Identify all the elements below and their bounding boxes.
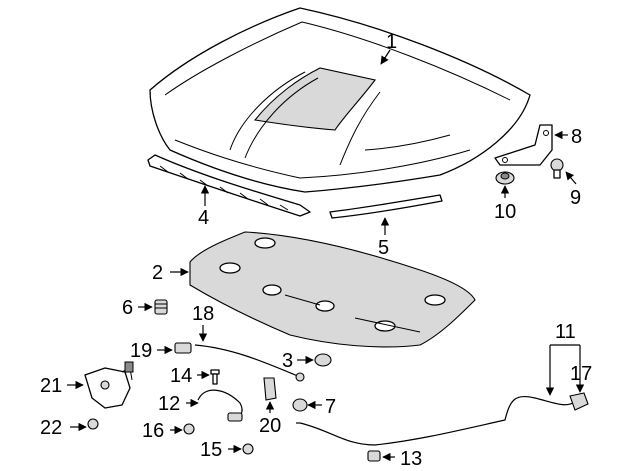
leader-9 xyxy=(565,171,577,185)
callout-7: 7 xyxy=(325,396,336,418)
nut-part xyxy=(183,423,195,435)
callout-2: 2 xyxy=(152,262,163,284)
grommet-part xyxy=(495,171,515,185)
side-seal-part xyxy=(329,194,443,219)
callout-8: 8 xyxy=(571,126,582,148)
screw-part xyxy=(210,369,220,385)
hinge-part xyxy=(494,124,553,166)
callout-11: 11 xyxy=(555,321,576,343)
safety-catch-part xyxy=(197,389,243,422)
callout-22: 22 xyxy=(40,417,62,439)
front-seal-part xyxy=(147,154,311,217)
leader-lines xyxy=(67,49,585,462)
callout-20: 20 xyxy=(259,415,281,437)
callout-3: 3 xyxy=(282,350,293,372)
callout-21: 21 xyxy=(40,375,62,397)
hood-insulator-part xyxy=(189,231,476,348)
callout-10: 10 xyxy=(494,201,516,223)
hood-panel-part xyxy=(149,7,531,193)
release-cable-part xyxy=(296,395,576,446)
hood-bumper-part xyxy=(154,299,168,315)
callout-9: 9 xyxy=(570,187,581,209)
callout-14: 14 xyxy=(170,365,192,387)
retainer-clip-part xyxy=(314,353,332,367)
release-handle-part xyxy=(263,377,277,401)
cable-end-part xyxy=(569,392,589,411)
small-nut-part xyxy=(242,443,254,455)
callout-12: 12 xyxy=(158,393,180,415)
hood-latch-part xyxy=(84,361,134,409)
callout-17: 17 xyxy=(570,363,592,385)
callout-4: 4 xyxy=(198,207,209,229)
callout-6: 6 xyxy=(122,297,133,319)
prop-rod-part xyxy=(194,344,305,382)
callout-18: 18 xyxy=(192,303,214,325)
callout-5: 5 xyxy=(378,237,389,259)
callout-labels: 1 2 3 4 5 6 7 8 9 10 11 12 13 14 15 16 1… xyxy=(40,31,592,470)
hinge-bolt-part xyxy=(550,158,564,179)
callout-1: 1 xyxy=(386,31,397,53)
latch-bolt-part xyxy=(87,418,99,430)
rod-clip-part xyxy=(174,342,192,354)
leader-1 xyxy=(380,49,391,65)
callout-13: 13 xyxy=(400,448,422,470)
callout-15: 15 xyxy=(200,439,222,461)
callout-16: 16 xyxy=(142,420,164,442)
callout-19: 19 xyxy=(130,340,152,362)
cable-clip-part xyxy=(367,450,381,462)
fastener-part xyxy=(292,398,308,412)
